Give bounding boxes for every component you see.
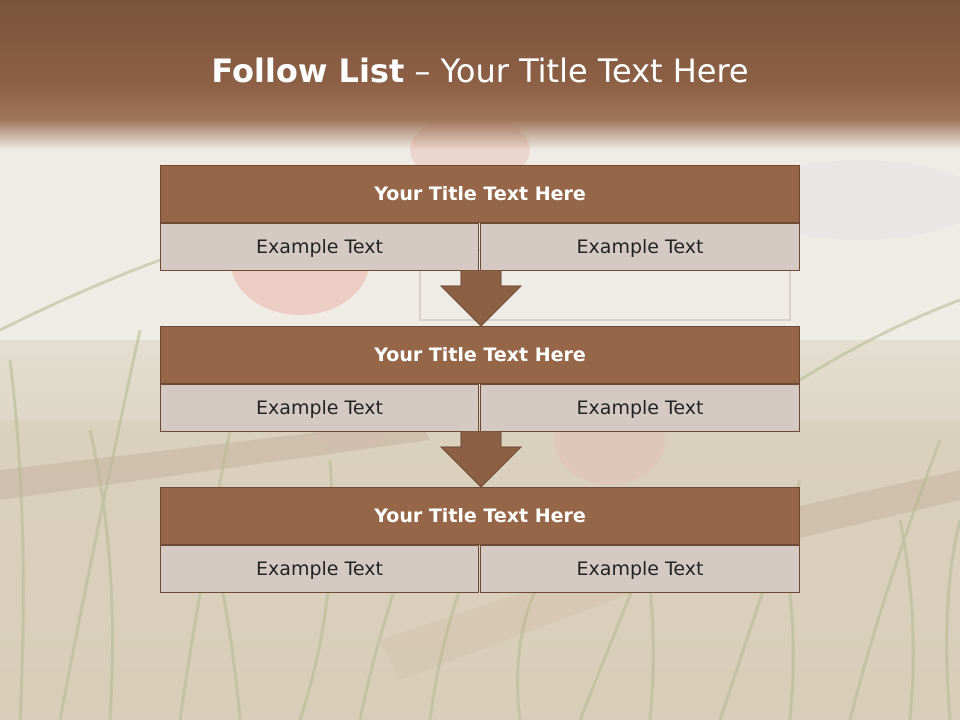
step-title: Your Title Text Here xyxy=(160,165,800,223)
down-arrow-icon xyxy=(439,270,523,327)
step-title: Your Title Text Here xyxy=(160,487,800,545)
step-cell-right: Example Text xyxy=(480,223,800,271)
down-arrow-icon xyxy=(439,431,523,488)
slide-title-bold: Follow List xyxy=(211,52,405,90)
step-cell-left: Example Text xyxy=(160,223,479,271)
step-cell-right: Example Text xyxy=(480,384,800,432)
header-band xyxy=(0,0,960,150)
slide-title: Follow List – Your Title Text Here xyxy=(0,52,960,90)
step-cell-left: Example Text xyxy=(160,384,479,432)
step-cell-right: Example Text xyxy=(480,545,800,593)
slide-title-rest: – Your Title Text Here xyxy=(414,52,749,90)
step-cell-left: Example Text xyxy=(160,545,479,593)
step-title: Your Title Text Here xyxy=(160,326,800,384)
